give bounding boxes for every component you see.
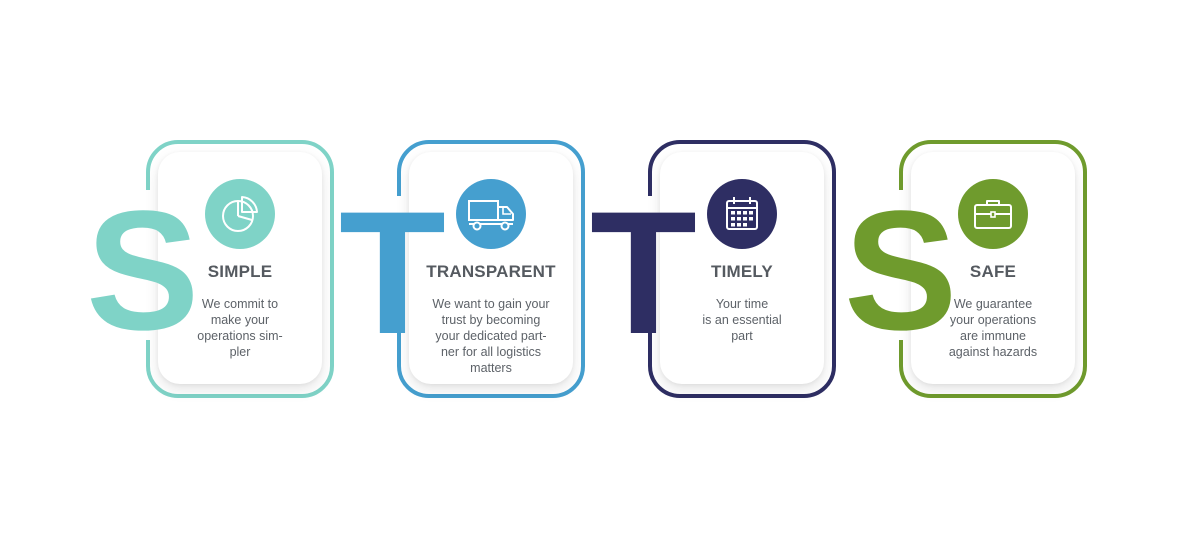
step-4-description: We guarantee your operations are immune …	[948, 297, 1038, 359]
step-2-outline-gap	[391, 196, 405, 328]
step-3-outline-gap	[642, 196, 656, 328]
step-3-title: TIMELY	[711, 262, 773, 281]
step-2-title: TRANSPARENT	[426, 262, 556, 281]
step-1-title: SIMPLE	[207, 262, 273, 281]
step-4-title: SAFE	[969, 262, 1017, 281]
step-3-letter: T	[590, 176, 697, 371]
step-1-description: We commit to make your operations sim- p…	[197, 297, 283, 359]
step-1-icon-circle	[205, 179, 275, 249]
step-2-letter: T	[339, 176, 446, 371]
briefcase-icon	[974, 200, 1012, 229]
step-4-outline-gap	[893, 190, 907, 340]
step-1-outline-gap	[140, 190, 154, 340]
step-1-letter: S	[86, 176, 200, 366]
step-3-description: Your time is an essential part	[702, 297, 782, 343]
step-4-letter: S	[844, 176, 958, 366]
calendar-icon	[726, 197, 758, 230]
step-3-icon-circle	[707, 179, 777, 249]
step-2-icon-circle	[456, 179, 526, 249]
step-2-description: We want to gain your trust by becoming y…	[432, 297, 550, 375]
step-4-icon-circle	[958, 179, 1028, 249]
truck-icon	[468, 200, 514, 231]
pie-chart-icon	[222, 196, 258, 232]
